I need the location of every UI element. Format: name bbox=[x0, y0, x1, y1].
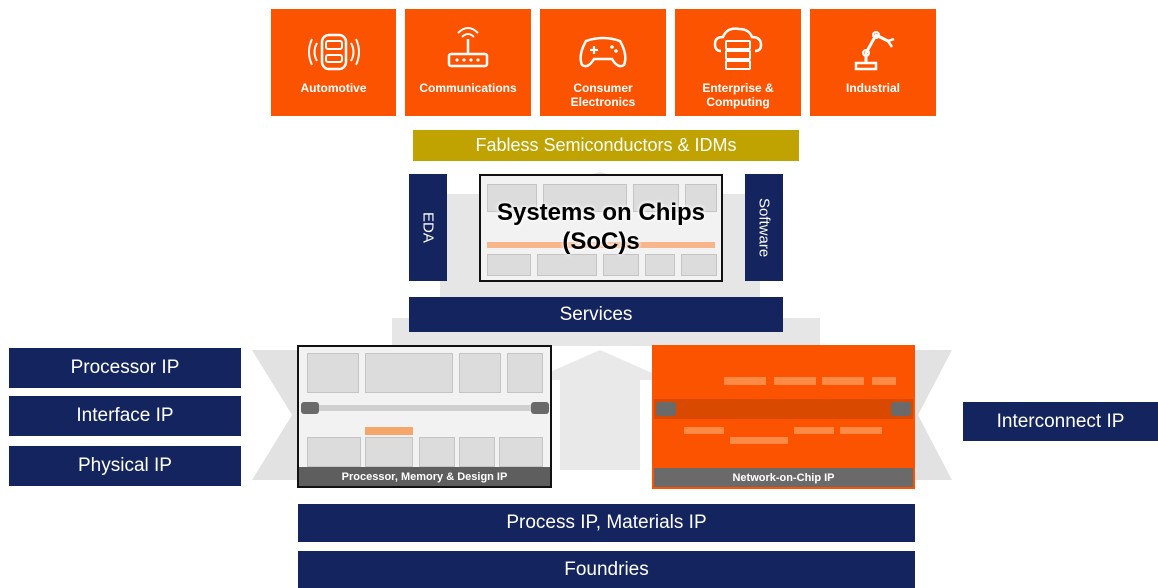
noc-thumb-block bbox=[872, 377, 896, 385]
pm-thumb-highlight bbox=[365, 427, 413, 435]
robot-arm-icon bbox=[854, 31, 895, 71]
market-label: Automotive bbox=[300, 81, 367, 95]
interconnect-ip-bar: Interconnect IP bbox=[963, 402, 1158, 441]
pm-port-left bbox=[301, 402, 319, 414]
foundries-bar: Foundries bbox=[298, 551, 915, 588]
soc-thumb-cell bbox=[633, 184, 679, 212]
soc-thumb-cell bbox=[681, 254, 717, 276]
market-tile-enterprise-computing: Enterprise & Computing bbox=[675, 9, 801, 116]
processor-memory-design-box: Processor, Memory & Design IP bbox=[297, 345, 552, 488]
eda-label: EDA bbox=[419, 212, 437, 243]
pm-thumb-cell bbox=[365, 353, 453, 393]
market-tile-automotive: Automotive bbox=[271, 9, 396, 116]
process-materials-ip-bar: Process IP, Materials IP bbox=[298, 504, 915, 542]
noc-thumb-block bbox=[794, 427, 834, 434]
noc-thumb-block bbox=[730, 437, 788, 444]
market-label: Enterprise & Computing bbox=[702, 81, 774, 109]
car-icon bbox=[307, 33, 360, 71]
fabless-bar: Fabless Semiconductors & IDMs bbox=[413, 130, 799, 161]
noc-thumb-block bbox=[774, 377, 816, 385]
noc-thumb-block bbox=[724, 377, 766, 385]
soc-thumb-bus bbox=[487, 242, 715, 248]
pm-thumb-cell bbox=[459, 353, 501, 393]
services-bar: Services bbox=[409, 297, 783, 332]
noc-port-right bbox=[891, 402, 911, 416]
right-chevron-shape bbox=[912, 350, 952, 480]
interface-ip-bar: Interface IP bbox=[9, 396, 241, 436]
market-label: Consumer Electronics bbox=[570, 81, 636, 109]
soc-thumb-cell bbox=[603, 254, 639, 276]
left-chevron-shape bbox=[252, 350, 300, 480]
noc-thumb-block bbox=[822, 377, 864, 385]
market-label: Communications bbox=[419, 81, 517, 95]
center-up-arrow-shape bbox=[532, 350, 668, 470]
network-on-chip-box: Network-on-Chip IP bbox=[652, 345, 915, 489]
processor-memory-design-label: Processor, Memory & Design IP bbox=[299, 467, 550, 486]
soc-thumb-cell bbox=[543, 184, 627, 212]
noc-thumb-block bbox=[840, 427, 882, 434]
noc-thumb-bus bbox=[654, 399, 913, 419]
pm-thumb-cell bbox=[499, 437, 543, 467]
pm-thumb-cell bbox=[507, 353, 543, 393]
software-label: Software bbox=[755, 197, 773, 258]
noc-thumb-block bbox=[684, 427, 724, 434]
pm-port-right bbox=[531, 402, 549, 414]
network-on-chip-label: Network-on-Chip IP bbox=[654, 468, 913, 487]
market-label: Industrial bbox=[845, 81, 900, 95]
software-bar: Software bbox=[745, 174, 783, 281]
soc-block: Systems on Chips (SoC)s bbox=[479, 174, 723, 282]
soc-thumb-cell bbox=[645, 254, 675, 276]
soc-thumb-cell bbox=[487, 254, 531, 276]
processor-ip-bar: Processor IP bbox=[9, 348, 241, 388]
noc-port-left bbox=[656, 402, 676, 416]
gamepad-icon bbox=[579, 36, 627, 68]
market-tile-communications: Communications bbox=[405, 9, 531, 116]
eda-bar: EDA bbox=[409, 174, 447, 281]
pm-thumb-cell bbox=[307, 353, 359, 393]
physical-ip-bar: Physical IP bbox=[9, 446, 241, 486]
soc-thumb-cell bbox=[685, 184, 717, 212]
market-tile-consumer-electronics: Consumer Electronics bbox=[540, 9, 666, 116]
pm-thumb-cell bbox=[365, 437, 413, 467]
cloud-server-icon bbox=[713, 27, 763, 70]
pm-thumb-cell bbox=[307, 437, 361, 467]
pm-thumb-bus bbox=[319, 405, 533, 411]
pm-thumb-cell bbox=[459, 437, 495, 467]
router-icon bbox=[447, 27, 489, 68]
soc-title: Systems on Chips (SoC)s bbox=[496, 199, 706, 255]
pm-thumb-cell bbox=[419, 437, 455, 467]
soc-thumb-cell bbox=[537, 254, 597, 276]
market-tile-industrial: Industrial bbox=[810, 9, 936, 116]
soc-thumb-cell bbox=[487, 184, 537, 212]
